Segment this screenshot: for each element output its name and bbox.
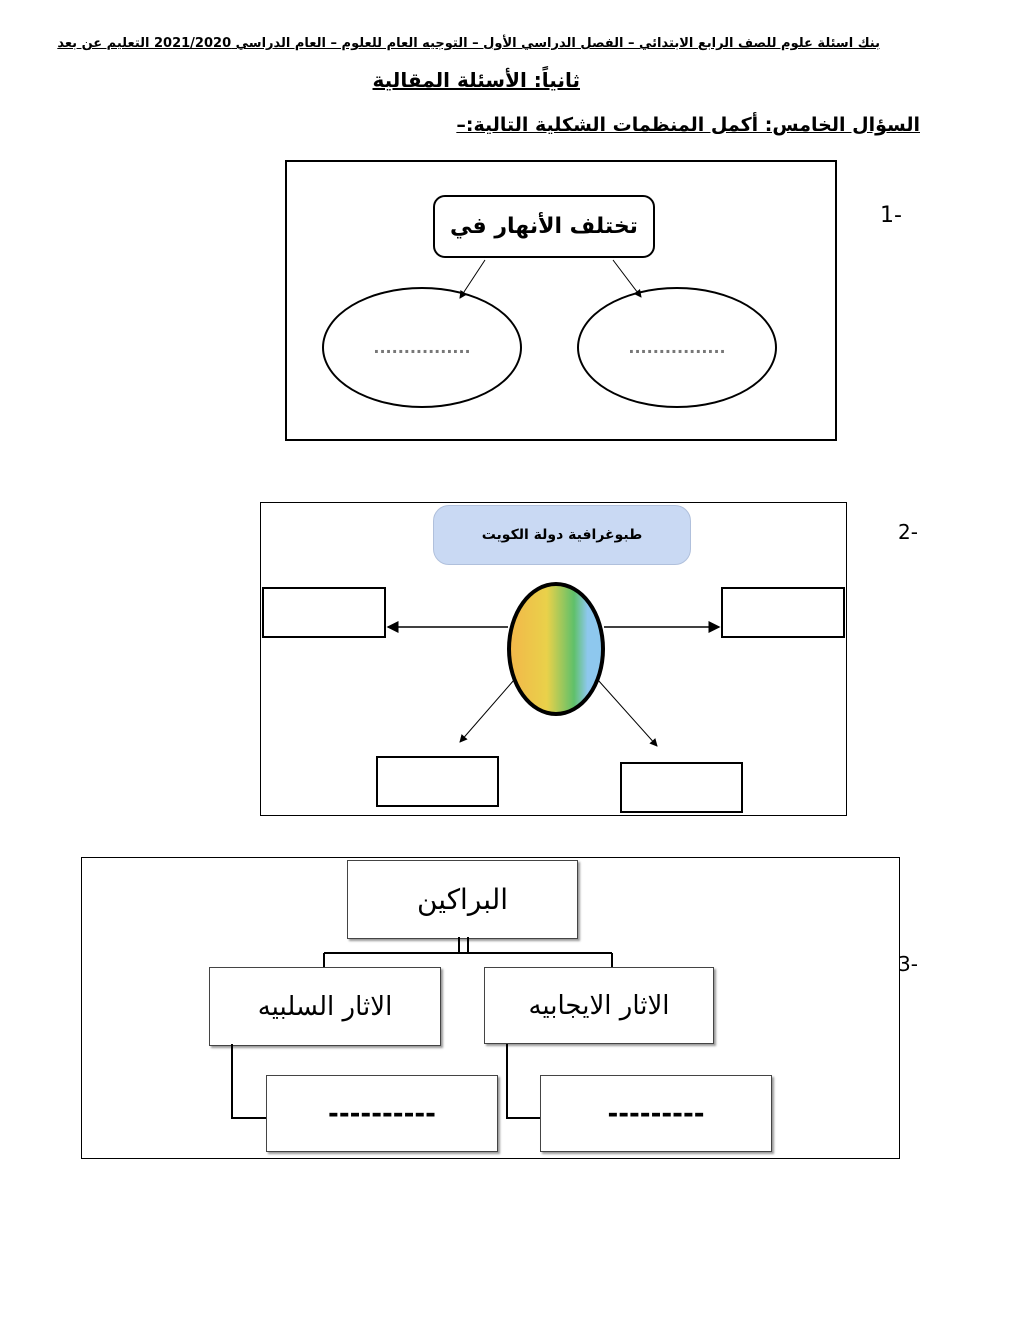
q1-right-ellipse[interactable]: ................ (577, 287, 777, 408)
q1-center-box: تختلف الأنهار في (433, 195, 655, 258)
q3-left-blank-box[interactable]: ---------- (266, 1075, 498, 1152)
q2-number: -2 (898, 520, 918, 544)
q3-connectors (231, 937, 613, 1119)
q3-left-blank: ---------- (328, 1098, 436, 1129)
page-header: بنك اسئلة علوم للصف الرابع الابتدائي – ا… (57, 36, 880, 51)
q1-right-blank: ................ (628, 338, 726, 357)
kuwait-map-image (507, 582, 605, 716)
q3-right-blank-box[interactable]: --------- (540, 1075, 772, 1152)
q3-number: -3 (898, 952, 918, 976)
q2-arrow-bottom-right (597, 679, 658, 747)
q2-bottom-left-box[interactable] (376, 756, 499, 807)
q1-left-blank: ................ (373, 338, 471, 357)
q3-root-box: البراكين (347, 860, 578, 939)
q2-arrow-bottom-left (459, 679, 515, 743)
q1-number: -1 (880, 203, 902, 228)
q2-right-box[interactable] (721, 587, 845, 638)
q2-title-box: طبوغرافية دولة الكويت (433, 505, 691, 565)
q3-right-branch: الاثار الايجابيه (484, 967, 714, 1044)
q3-left-branch: الاثار السلبيه (209, 967, 441, 1046)
q3-frame (81, 857, 900, 1159)
q1-left-ellipse[interactable]: ................ (322, 287, 522, 408)
question-title: السؤال الخامس: أكمل المنظمات الشكلية الت… (456, 114, 920, 136)
q2-left-box[interactable] (262, 587, 386, 638)
q1-arrow-right (612, 259, 642, 298)
q3-right-blank: --------- (607, 1098, 705, 1129)
q1-arrow-left (459, 259, 486, 299)
section-title: ثانياً: الأسئلة المقالية (372, 68, 580, 92)
q2-bottom-right-box[interactable] (620, 762, 743, 813)
